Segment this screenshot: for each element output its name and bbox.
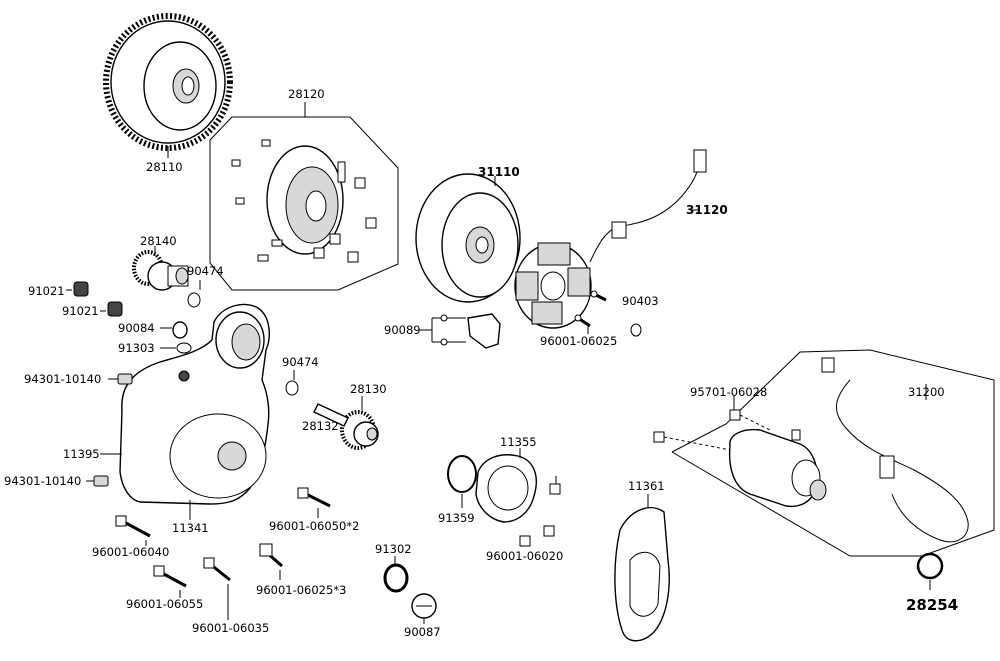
dowel-94301-b bbox=[93, 475, 109, 487]
bolt-96001-06025-x3 bbox=[259, 543, 283, 568]
left-cover-11341 bbox=[119, 303, 270, 505]
label-11341: 11341 bbox=[172, 521, 209, 535]
label-90474-a: 90474 bbox=[187, 264, 224, 278]
label-11361: 11361 bbox=[628, 479, 665, 493]
label-91359: 91359 bbox=[438, 511, 475, 525]
label-90084: 90084 bbox=[118, 321, 155, 335]
label-28130: 28130 bbox=[350, 382, 387, 396]
gear-28130 bbox=[340, 410, 379, 450]
label-28254: 28254 bbox=[906, 596, 958, 614]
label-96001-06040: 96001-06040 bbox=[92, 545, 169, 559]
label-96001-06020: 96001-06020 bbox=[486, 549, 563, 563]
label-28120: 28120 bbox=[288, 87, 325, 101]
clutch-box-28120 bbox=[209, 102, 399, 291]
label-31200: 31200 bbox=[908, 385, 945, 399]
label-95701-06028: 95701-06028 bbox=[690, 385, 767, 399]
dowel-94301-a bbox=[117, 373, 133, 385]
screws-90089 bbox=[420, 314, 466, 346]
washer bbox=[630, 323, 642, 337]
bolt-96001-06040 bbox=[115, 515, 151, 538]
oring-91359 bbox=[447, 455, 477, 493]
plug-90084 bbox=[172, 321, 192, 354]
bolt-96001-06055 bbox=[153, 565, 187, 588]
label-28140: 28140 bbox=[140, 234, 177, 248]
label-90403: 90403 bbox=[622, 294, 659, 308]
label-96001-06025: 96001-06025 bbox=[540, 334, 617, 348]
idle-gear-28140 bbox=[132, 250, 189, 291]
label-31110: 31110 bbox=[478, 165, 520, 179]
label-90089: 90089 bbox=[384, 323, 421, 337]
label-90474-b: 90474 bbox=[282, 355, 319, 369]
label-91303: 91303 bbox=[118, 341, 155, 355]
bolt-96001-06035 bbox=[203, 557, 231, 582]
washer-90474-a bbox=[187, 292, 201, 308]
ring-gear-28110 bbox=[103, 13, 233, 151]
flywheel-31110 bbox=[415, 173, 521, 303]
label-94301-a: 94301-10140 bbox=[24, 372, 101, 386]
label-96001-06055: 96001-06055 bbox=[126, 597, 203, 611]
label-90087: 90087 bbox=[404, 625, 441, 639]
label-11355: 11355 bbox=[500, 435, 537, 449]
starter-motor bbox=[728, 428, 827, 508]
label-96001-06035: 96001-06035 bbox=[192, 621, 269, 635]
label-96001-06050: 96001-06050*2 bbox=[269, 519, 359, 533]
cap-90087 bbox=[411, 593, 437, 619]
label-91021-a: 91021 bbox=[28, 284, 65, 298]
cable-terminal-a bbox=[821, 357, 835, 373]
oring-28254 bbox=[916, 552, 944, 580]
label-96001-06025-x3: 96001-06025*3 bbox=[256, 583, 346, 597]
label-28110: 28110 bbox=[146, 160, 183, 174]
bolts-95701-06028 bbox=[653, 396, 801, 451]
stator-bolt-90403 bbox=[590, 290, 607, 302]
stator-bolt-96001-06025 bbox=[574, 314, 591, 334]
starter-box-31200 bbox=[671, 349, 995, 557]
label-91021-b: 91021 bbox=[62, 304, 99, 318]
cover-11355 bbox=[475, 454, 537, 523]
label-94301-b: 94301-10140 bbox=[4, 474, 81, 488]
label-28132: 28132 bbox=[302, 419, 339, 433]
label-11395: 11395 bbox=[63, 447, 100, 461]
washer-90474-b bbox=[285, 380, 299, 396]
shaft-28132 bbox=[313, 403, 349, 427]
label-91302: 91302 bbox=[375, 542, 412, 556]
stator-coil bbox=[514, 242, 592, 329]
cover-11361 bbox=[614, 507, 670, 642]
bolts-96001-06020 bbox=[519, 476, 561, 547]
oring-91302 bbox=[383, 563, 409, 593]
label-31120: 31120 bbox=[686, 203, 728, 217]
cable-terminal-b bbox=[879, 455, 895, 479]
springs-91021 bbox=[73, 281, 123, 317]
bolt-96001-06050 bbox=[297, 487, 331, 508]
